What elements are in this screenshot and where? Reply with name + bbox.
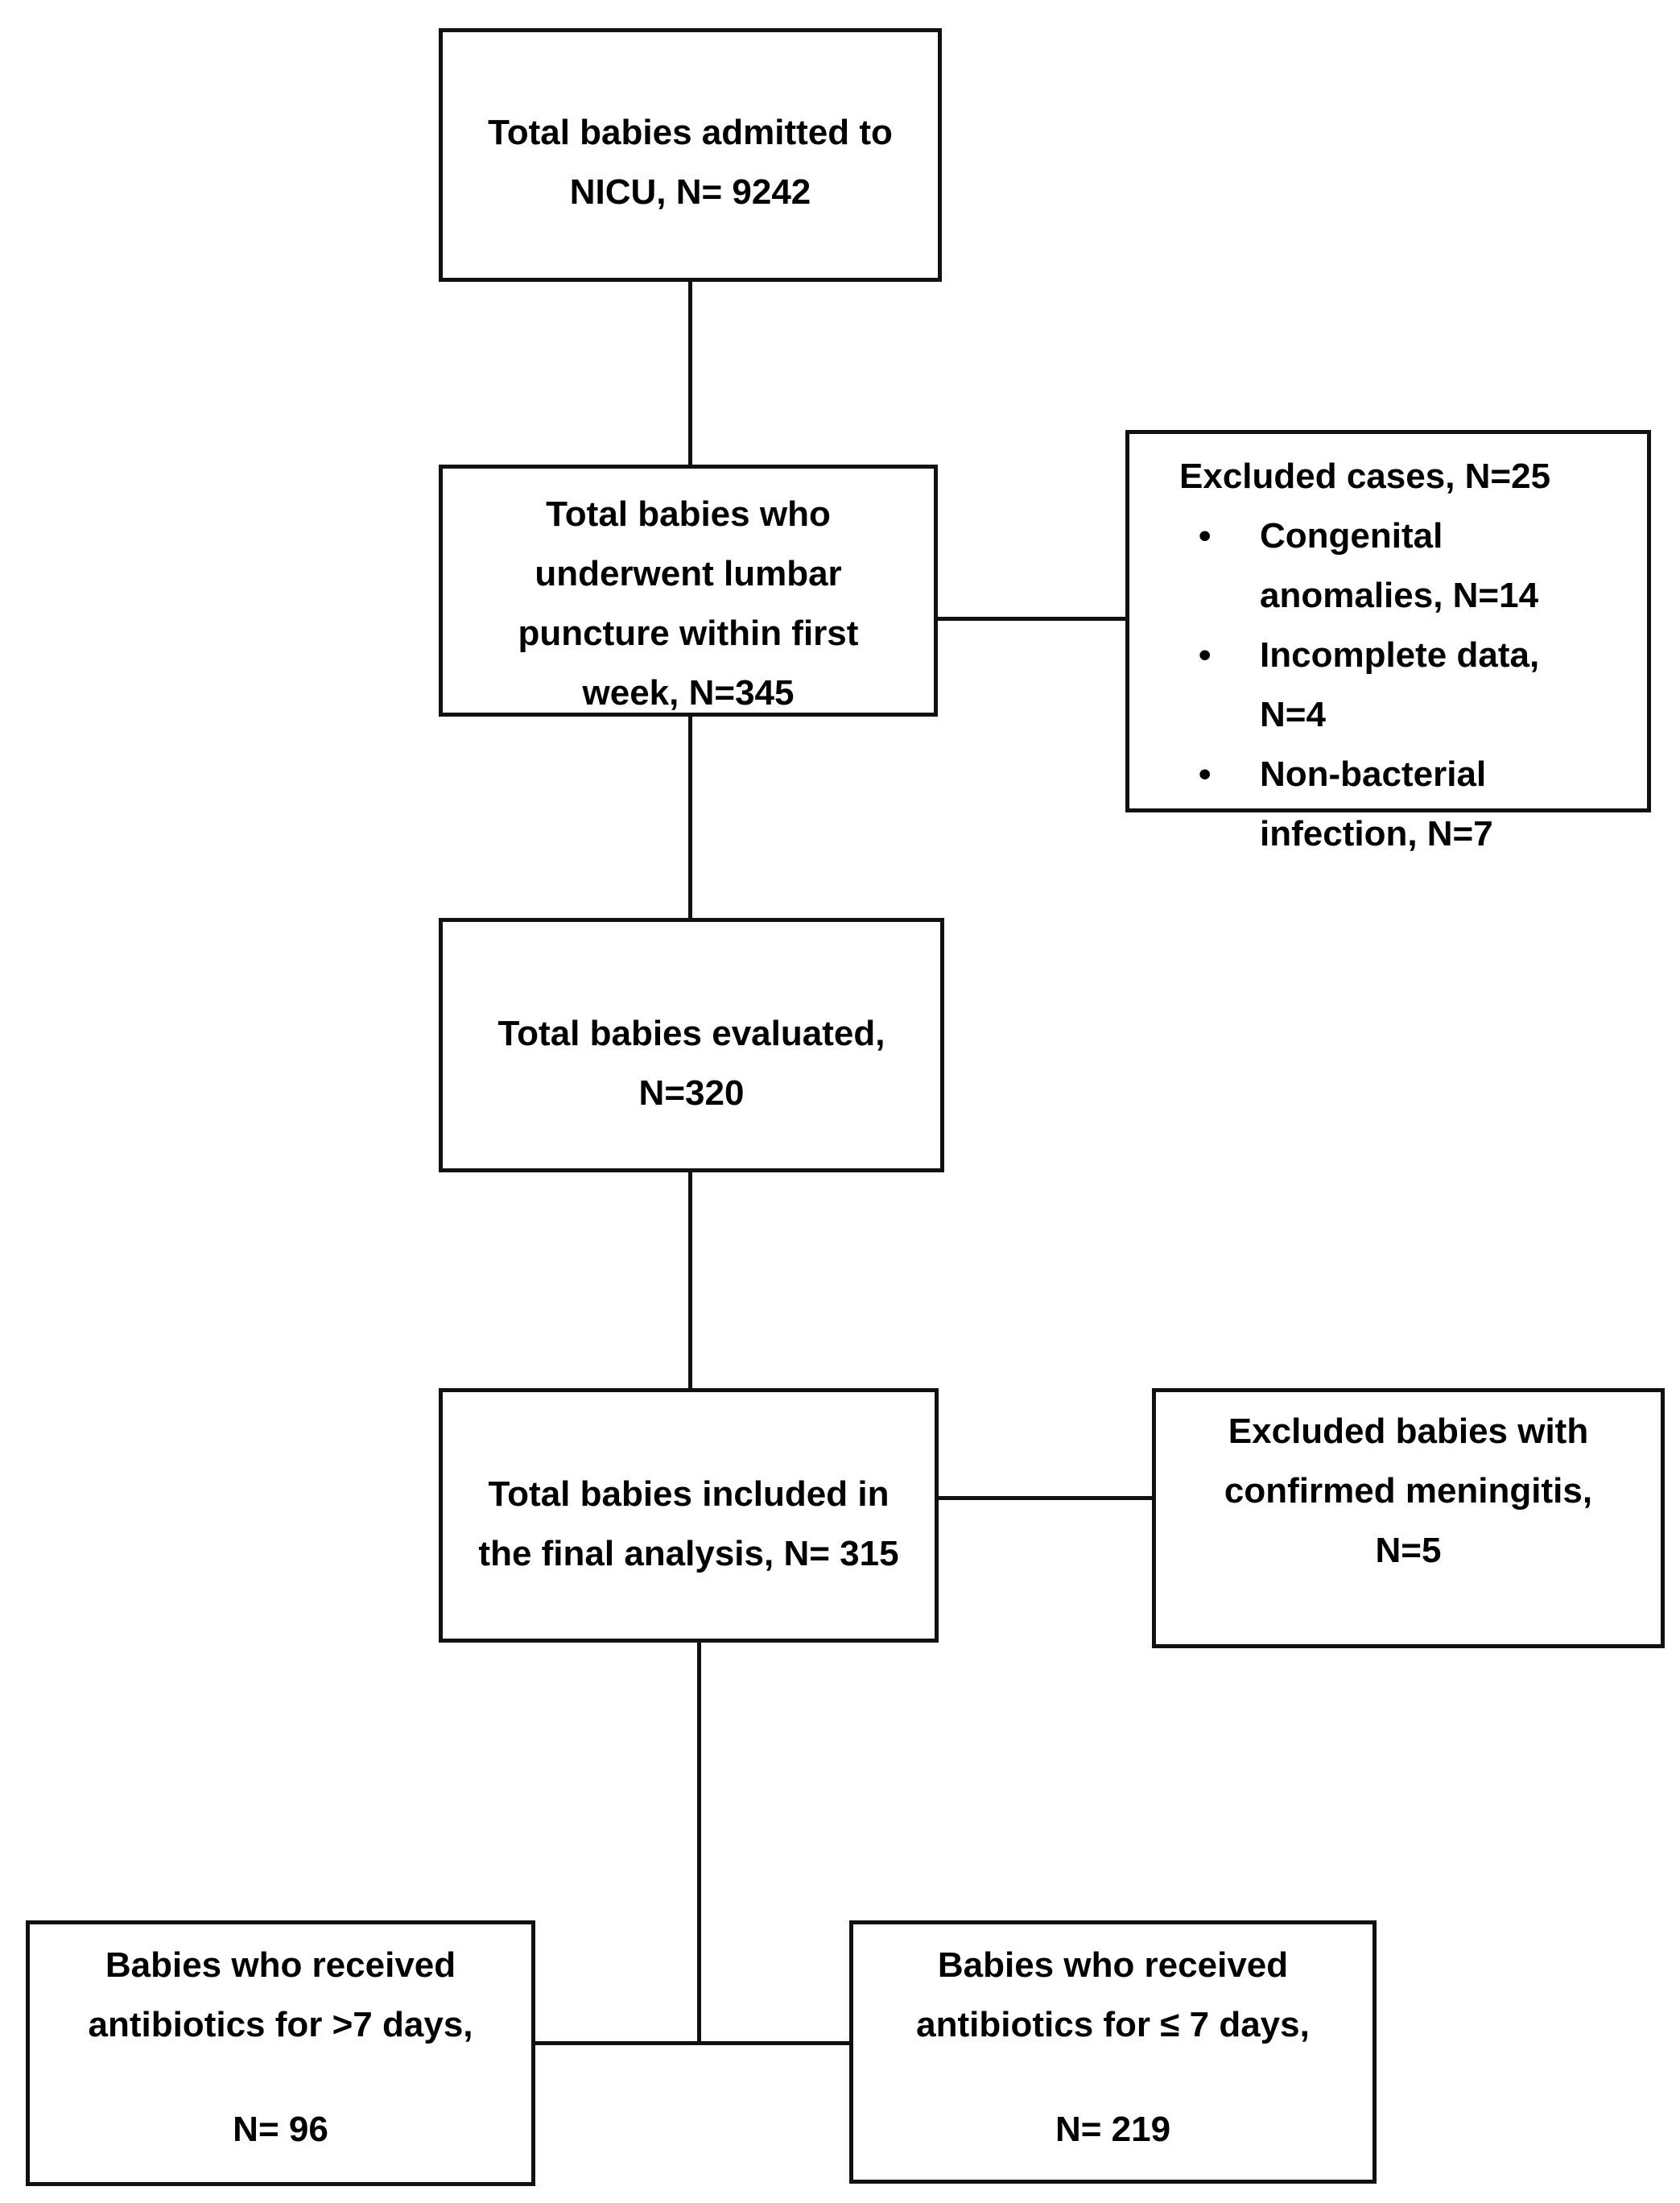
- bullet-incomplete-line-2: N=4: [1260, 695, 1326, 734]
- bullet-nonbacterial-line-2: infection, N=7: [1260, 814, 1493, 854]
- connector-final-to-excluded-meningitis: [939, 1496, 1152, 1500]
- box-excluded-meningitis-line-1: Excluded babies with: [1228, 1411, 1589, 1451]
- box-evaluated: Total babies evaluated, N=320: [439, 918, 944, 1172]
- box-antibiotics-le7: Babies who received antibiotics for ≤ 7 …: [849, 1920, 1377, 2184]
- box-total-admitted-line-2: NICU, N= 9242: [569, 172, 811, 212]
- box-lumbar-puncture: Total babies who underwent lumbar punctu…: [439, 465, 938, 717]
- box-evaluated-line-1: Total babies evaluated,: [497, 1014, 885, 1053]
- box-lumbar-puncture-line-2: underwent lumbar: [535, 554, 842, 593]
- connector-lumbar-to-evaluated: [688, 717, 692, 918]
- bullet-congenital-line-1: Congenital: [1260, 516, 1443, 556]
- box-antibiotics-gt7-line-2: antibiotics for >7 days,: [88, 2005, 473, 2044]
- box-final-analysis-line-1: Total babies included in: [488, 1474, 890, 1514]
- excluded-cases-bullet-nonbacterial: • Non-bacterial infection, N=7: [1129, 745, 1647, 864]
- bullet-icon: •: [1199, 516, 1211, 556]
- bullet-nonbacterial-line-1: Non-bacterial: [1260, 754, 1487, 794]
- bullet-congenital-line-2: anomalies, N=14: [1260, 576, 1539, 615]
- box-antibiotics-le7-line-1: Babies who received: [937, 1945, 1289, 1985]
- connector-lumbar-to-excluded-cases: [938, 617, 1125, 621]
- excluded-cases-title: Excluded cases, N=25: [1179, 457, 1551, 496]
- excluded-cases-bullet-incomplete: • Incomplete data, N=4: [1129, 626, 1647, 745]
- box-excluded-cases: Excluded cases, N=25 • Congenital anomal…: [1125, 430, 1651, 854]
- box-antibiotics-gt7-line-1: Babies who received: [105, 1945, 456, 1985]
- box-antibiotics-gt7: Babies who received antibiotics for >7 d…: [26, 1920, 535, 2186]
- bullet-incomplete-line-1: Incomplete data,: [1260, 635, 1540, 675]
- bullet-icon: •: [1199, 754, 1211, 794]
- connector-bottom-split-horizontal: [535, 2041, 849, 2045]
- box-antibiotics-le7-n-value: N= 219: [1055, 2110, 1171, 2149]
- box-excluded-meningitis-line-2: confirmed meningitis,: [1224, 1471, 1593, 1511]
- box-total-admitted-line-1: Total babies admitted to: [488, 113, 893, 152]
- box-evaluated-line-2: N=320: [638, 1073, 745, 1113]
- box-excluded-meningitis-line-3: N=5: [1375, 1531, 1442, 1570]
- box-final-analysis: Total babies included in the final analy…: [439, 1388, 939, 1643]
- box-total-admitted: Total babies admitted to NICU, N= 9242: [439, 28, 942, 282]
- box-antibiotics-gt7-n-value: N= 96: [233, 2110, 328, 2149]
- connector-admitted-to-lumbar: [688, 282, 692, 465]
- spacer: [853, 2055, 1372, 2100]
- bullet-icon: •: [1199, 635, 1211, 675]
- box-lumbar-puncture-line-3: puncture within first: [518, 614, 859, 653]
- excluded-cases-bullet-congenital: • Congenital anomalies, N=14: [1129, 506, 1647, 626]
- box-excluded-meningitis: Excluded babies with confirmed meningiti…: [1152, 1388, 1665, 1648]
- connector-evaluated-to-final: [688, 1172, 692, 1388]
- box-antibiotics-le7-line-2: antibiotics for ≤ 7 days,: [916, 2005, 1310, 2044]
- box-lumbar-puncture-line-4: week, N=345: [582, 673, 795, 713]
- connector-final-to-bottom-split: [697, 1643, 701, 2043]
- box-lumbar-puncture-line-1: Total babies who: [546, 494, 831, 534]
- box-final-analysis-line-2: the final analysis, N= 315: [478, 1534, 899, 1573]
- spacer: [30, 2055, 531, 2100]
